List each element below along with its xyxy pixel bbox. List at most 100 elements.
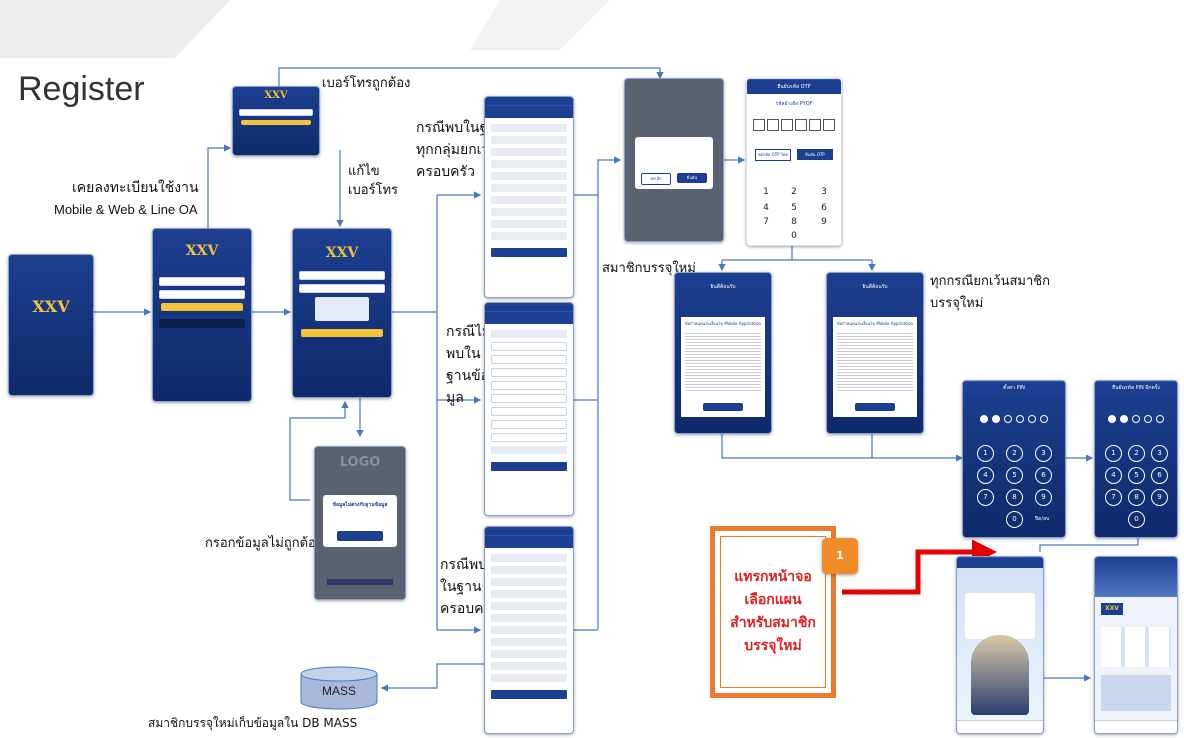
ok-button[interactable] [337, 531, 383, 541]
pin-key-6[interactable]: 6 [1035, 467, 1052, 484]
pin-key-1[interactable]: 1 [977, 445, 994, 462]
pin-key-2[interactable]: 2 [1006, 445, 1023, 462]
key-2[interactable]: 2 [791, 187, 797, 197]
pin-key-4[interactable]: 4 [1105, 467, 1122, 484]
pin-key-1[interactable]: 1 [1105, 445, 1122, 462]
ok-button[interactable] [703, 403, 743, 411]
id-card-field[interactable] [299, 271, 385, 280]
header-decoration [0, 0, 610, 58]
password-field[interactable] [159, 290, 245, 299]
label-not-found-4: มูล [446, 390, 464, 406]
key-5[interactable]: 5 [791, 203, 797, 213]
login-button[interactable] [161, 303, 243, 311]
welcome-title: ยินดีต้อนรับ [710, 284, 736, 290]
plan-banner [965, 593, 1035, 639]
callout-line-4: บรรจุใหม่ [744, 638, 802, 655]
label-found-family-1: กรณีพบ [440, 557, 488, 573]
bottom-nav[interactable] [1095, 720, 1177, 733]
brand-logo: XXV [325, 245, 359, 261]
pin-key-3[interactable]: 3 [1035, 445, 1052, 462]
key-3[interactable]: 3 [821, 187, 827, 197]
pin-title: ตั้งค่า PIN [963, 381, 1065, 394]
pin-key-5[interactable]: 5 [1128, 467, 1145, 484]
confirm-button[interactable] [491, 690, 567, 699]
splash-screen: XXV [8, 254, 94, 396]
key-9[interactable]: 9 [821, 217, 827, 227]
username-field[interactable] [159, 277, 245, 286]
resend-button[interactable]: ขอรหัส OTP ใหม่ [755, 149, 791, 161]
error-title: ข้อมูลไม่ตรงกับฐานข้อมูล [332, 502, 388, 508]
submit-button[interactable] [241, 120, 311, 125]
phone-check-screen: XXV [232, 86, 320, 156]
otp-title: ยืนยันรหัส OTP [747, 79, 841, 94]
form-screen-family [484, 526, 574, 734]
label-found-all-3: ครอบครัว [416, 164, 475, 180]
bottom-nav[interactable] [957, 720, 1043, 733]
menu-grid[interactable] [1101, 627, 1171, 667]
page-title: Register [18, 70, 145, 108]
register-button[interactable] [159, 319, 245, 328]
accept-button[interactable]: ยืนยัน [677, 173, 707, 183]
key-8[interactable]: 8 [791, 217, 797, 227]
phone-field[interactable] [299, 284, 385, 293]
otp-code: รหัสอ้างอิง PYQF [775, 101, 813, 107]
pin-key-8[interactable]: 8 [1006, 489, 1023, 506]
pin-key-0[interactable]: 0 [1006, 511, 1023, 528]
confirm-button[interactable] [491, 248, 567, 257]
officers-image [971, 635, 1029, 715]
login-button[interactable] [301, 329, 383, 337]
terms-screen-other: ยินดีต้อนรับ ข้อกำหนดและเงื่อนไข Mobile … [826, 272, 924, 434]
home-screen: XXV [1094, 556, 1178, 734]
label-not-found-3: ฐานข้อ [446, 368, 490, 384]
pin-key-4[interactable]: 4 [977, 467, 994, 484]
brand-logo: XXV [264, 90, 288, 101]
key-6[interactable]: 6 [821, 203, 827, 213]
label-found-all-1: กรณีพบในฐาน [416, 120, 505, 136]
pin-key-8[interactable]: 8 [1128, 489, 1145, 506]
label-all-except-2: บรรจุใหม่ [930, 296, 984, 311]
label-registered-2: Mobile & Web & Line OA [54, 202, 198, 217]
pin-key-9[interactable]: 9 [1035, 489, 1052, 506]
register-screen: XXV [292, 228, 392, 398]
database-caption: สมาชิกบรรจุใหม่เก็บข้อมูลใน DB MASS [148, 716, 358, 730]
brand-logo: XXV [1101, 603, 1123, 615]
terms-panel: ข้อกำหนดและเงื่อนไข Mobile Application [681, 317, 765, 417]
callout-line-1: แทรกหน้าจอ [734, 568, 812, 585]
logo-placeholder: LOGO [339, 455, 381, 470]
confirm-button[interactable] [491, 462, 567, 471]
pin-key-9[interactable]: 9 [1151, 489, 1168, 506]
login-screen: XXV [152, 228, 252, 402]
ok-button[interactable] [855, 403, 895, 411]
key-0[interactable]: 0 [791, 231, 797, 241]
pin-key-7[interactable]: 7 [1105, 489, 1122, 506]
pin-key-6[interactable]: 6 [1151, 467, 1168, 484]
terms-screen-new-member: ยินดีต้อนรับ ข้อกำหนดและเงื่อนไข Mobile … [674, 272, 772, 434]
key-4[interactable]: 4 [763, 203, 769, 213]
pin-key-0[interactable]: 0 [1128, 511, 1145, 528]
pin-setup-screen: ตั้งค่า PIN 1 2 3 4 5 6 7 8 9 0 ปิด/ลบ [962, 380, 1066, 538]
label-not-found-2: พบใน [446, 346, 481, 362]
callout-line-3: สำหรับสมาชิก [730, 615, 816, 631]
error-modal: ข้อมูลไม่ตรงกับฐานข้อมูล [323, 495, 397, 547]
pin-confirm-title: ยืนยันรหัส PIN อีกครั้ง [1095, 381, 1177, 394]
label-not-found-1: กรณีไม่ [446, 324, 492, 340]
promo-banner[interactable] [1101, 675, 1171, 711]
welcome-title: ยินดีต้อนรับ [862, 284, 888, 290]
phone-field[interactable] [239, 109, 313, 116]
otp-modal: ยกเลิก ยืนยัน [635, 137, 713, 189]
pin-key-5[interactable]: 5 [1006, 467, 1023, 484]
pin-key-2[interactable]: 2 [1128, 445, 1145, 462]
otp-confirm-button[interactable]: ยืนยัน OTP [797, 149, 833, 160]
pin-key-7[interactable]: 7 [977, 489, 994, 506]
form-screen-not-found [484, 302, 574, 516]
otp-boxes[interactable] [747, 116, 841, 135]
pin-key-3[interactable]: 3 [1151, 445, 1168, 462]
label-fix-phone-1: แก้ไข [348, 164, 380, 179]
key-1[interactable]: 1 [763, 187, 769, 197]
key-7[interactable]: 7 [763, 217, 769, 227]
label-wrong-data: กรอกข้อมูลไม่ถูกต้อง [205, 536, 323, 551]
pin-delete-button[interactable]: ปิด/ลบ [1035, 516, 1050, 522]
cancel-button[interactable]: ยกเลิก [641, 173, 671, 185]
label-found-all-2: ทุกกลุ่มยกเว้น [416, 142, 499, 158]
